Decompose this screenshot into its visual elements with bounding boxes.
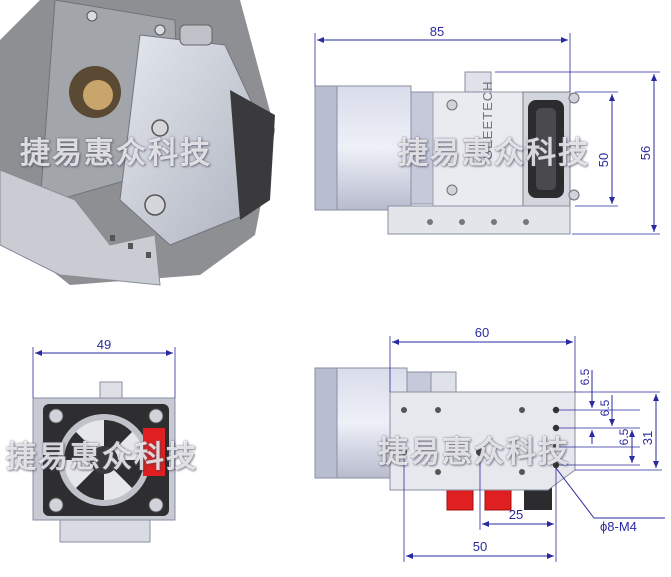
dim-50-base: 50 — [473, 539, 487, 554]
dim-60: 60 — [475, 325, 489, 340]
front-view: 49 — [32, 337, 176, 543]
mount-plate-view: 60 6.5 6.5 6.5 31 25 50 ϕ8-M4 — [314, 325, 665, 562]
dim-49: 49 — [97, 337, 111, 352]
dim-50: 50 — [596, 153, 611, 167]
side-view: GEEETECH 85 50 56 — [314, 24, 660, 235]
dim-6.5-a: 6.5 — [578, 368, 592, 385]
dim-25: 25 — [509, 507, 523, 522]
dim-85: 85 — [430, 24, 444, 39]
hole-spec-label: ϕ8-M4 — [600, 519, 637, 534]
dim-31: 31 — [640, 431, 655, 445]
dim-6.5-c: 6.5 — [617, 428, 631, 445]
dim-56: 56 — [638, 146, 653, 160]
dim-6.5-b: 6.5 — [598, 399, 612, 416]
brand-engraving: GEEETECH — [480, 80, 495, 160]
extruder-photo — [0, 0, 275, 286]
